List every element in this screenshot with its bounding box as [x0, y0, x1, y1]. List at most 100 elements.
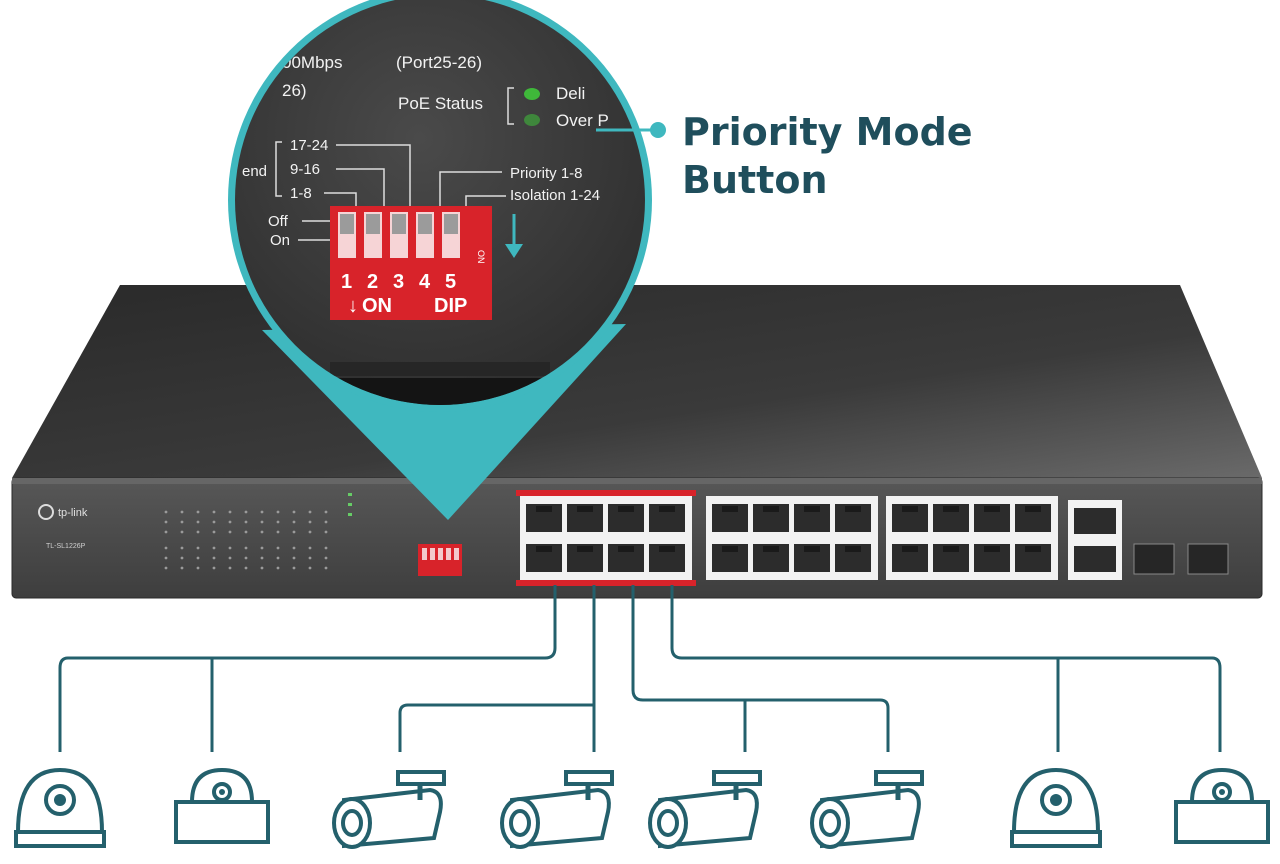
led-indicator-grid — [164, 493, 352, 570]
status-led — [180, 566, 184, 570]
network-switch: tp-link TL-SL1226P — [11, 285, 1263, 599]
status-led — [276, 566, 280, 570]
port-range-left-text: 26) — [282, 81, 307, 100]
status-led — [180, 556, 184, 560]
status-led — [212, 510, 216, 514]
bullet-camera-icon — [810, 770, 924, 849]
status-led — [292, 520, 296, 524]
sfp-port[interactable] — [1133, 543, 1175, 575]
status-led — [196, 566, 200, 570]
status-led — [212, 546, 216, 550]
status-led — [260, 546, 264, 550]
status-led — [244, 510, 248, 514]
status-led — [228, 556, 232, 560]
svg-text:ON: ON — [476, 250, 486, 264]
dip-number: 4 — [419, 271, 431, 293]
uplink-port[interactable] — [1074, 508, 1116, 534]
bullet-camera-icon — [648, 770, 762, 849]
poe-led-green — [524, 88, 540, 100]
status-led — [212, 556, 216, 560]
dip-lever[interactable] — [392, 214, 406, 234]
status-led — [324, 520, 328, 524]
status-led — [324, 566, 328, 570]
front-dip-switch[interactable] — [418, 544, 462, 576]
status-led — [292, 510, 296, 514]
status-led — [292, 556, 296, 560]
status-led — [260, 510, 264, 514]
status-led — [196, 556, 200, 560]
port-range-text: (Port25-26) — [396, 53, 482, 72]
status-led — [244, 520, 248, 524]
callout-title-line-2: Button — [682, 158, 828, 202]
dip-lever[interactable] — [454, 548, 459, 560]
status-led — [292, 546, 296, 550]
status-led — [164, 556, 168, 560]
priority-mode-label: Priority 1-8 — [510, 165, 583, 182]
switch-top-panel — [12, 285, 1262, 478]
dip-number: 3 — [393, 271, 404, 293]
uplink-port[interactable] — [1074, 546, 1116, 572]
group-label-17-24: 17-24 — [290, 137, 328, 154]
status-led — [164, 566, 168, 570]
on-label: On — [270, 232, 290, 249]
status-led — [228, 510, 232, 514]
speed-text: 00Mbps — [282, 53, 342, 72]
isolation-mode-label: Isolation 1-24 — [510, 187, 600, 204]
dome-camera-icon — [14, 767, 106, 848]
status-led — [260, 520, 264, 524]
status-led — [308, 520, 312, 524]
dip-lever[interactable] — [438, 548, 443, 560]
logo-text: tp-link — [58, 507, 88, 519]
sfp-port[interactable] — [1187, 543, 1229, 575]
off-label: Off — [268, 213, 289, 230]
dip-lever[interactable] — [422, 548, 427, 560]
dip-number: 1 — [341, 271, 352, 293]
poe-led-label-1: Deli — [556, 84, 585, 103]
status-led — [276, 546, 280, 550]
tp-link-logo: tp-link — [38, 504, 88, 520]
dip-lever[interactable] — [366, 214, 380, 234]
status-led — [324, 546, 328, 550]
callout-dot — [650, 122, 666, 138]
dip-lever[interactable] — [418, 214, 432, 234]
priority-port-marker — [516, 490, 696, 496]
status-led — [244, 556, 248, 560]
dip-lever[interactable] — [430, 548, 435, 560]
status-led — [276, 530, 280, 534]
status-led — [196, 520, 200, 524]
status-led — [180, 520, 184, 524]
status-led — [228, 530, 232, 534]
status-led — [276, 510, 280, 514]
dip-lever[interactable] — [444, 214, 458, 234]
status-led — [324, 530, 328, 534]
poe-led-green-dim — [524, 114, 540, 126]
status-led — [164, 530, 168, 534]
status-led — [212, 530, 216, 534]
camera-row — [14, 767, 1270, 849]
dip-lever[interactable] — [446, 548, 451, 560]
poe-led-label-2: Over P — [556, 111, 609, 130]
bullet-camera-icon — [332, 770, 446, 849]
callout-title-line-1: Priority Mode — [682, 110, 973, 154]
status-led — [196, 530, 200, 534]
status-led — [164, 520, 168, 524]
rj45-port-array — [516, 490, 1058, 586]
dome-camera-icon — [174, 767, 270, 844]
status-led — [196, 510, 200, 514]
status-led — [228, 520, 232, 524]
status-led — [324, 510, 328, 514]
status-led — [308, 566, 312, 570]
dip-number: 5 — [445, 271, 456, 293]
dome-camera-icon — [1010, 767, 1102, 848]
dome-camera-icon — [1174, 767, 1270, 844]
status-led — [180, 530, 184, 534]
dip-lever[interactable] — [340, 214, 354, 234]
status-led — [180, 510, 184, 514]
status-led — [228, 566, 232, 570]
connection-lines — [58, 585, 1222, 752]
bullet-camera-icon — [500, 770, 614, 849]
status-led — [228, 546, 232, 550]
